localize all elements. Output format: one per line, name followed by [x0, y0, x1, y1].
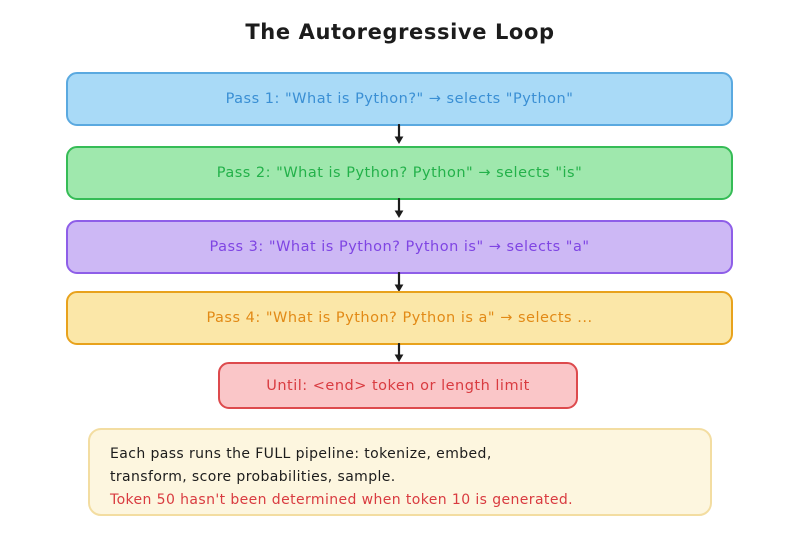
- pass-1-label: Pass 1: "What is Python?" → selects "Pyt…: [225, 91, 574, 107]
- pass-3-box: Pass 3: "What is Python? Python is" → se…: [66, 220, 733, 274]
- arrow-down-icon-2: [392, 198, 406, 220]
- page-title: The Autoregressive Loop: [245, 20, 555, 44]
- pass-1-box: Pass 1: "What is Python?" → selects "Pyt…: [66, 72, 733, 126]
- note-line-2: transform, score probabilities, sample.: [110, 469, 396, 485]
- terminator-label: Until: <end> token or length limit: [266, 377, 530, 394]
- terminator-box: Until: <end> token or length limit: [218, 362, 578, 409]
- pass-4-box: Pass 4: "What is Python? Python is a" → …: [66, 291, 733, 345]
- pass-4-label: Pass 4: "What is Python? Python is a" → …: [206, 310, 593, 326]
- arrow-down-icon-1: [392, 124, 406, 146]
- note-line-1: Each pass runs the FULL pipeline: tokeni…: [110, 446, 492, 462]
- pass-2-label: Pass 2: "What is Python? Python" → selec…: [216, 165, 583, 181]
- pass-3-label: Pass 3: "What is Python? Python is" → se…: [209, 239, 590, 255]
- note-line-warning: Token 50 hasn't been determined when tok…: [110, 492, 573, 508]
- note-box: Each pass runs the FULL pipeline: tokeni…: [88, 428, 712, 516]
- pass-2-box: Pass 2: "What is Python? Python" → selec…: [66, 146, 733, 200]
